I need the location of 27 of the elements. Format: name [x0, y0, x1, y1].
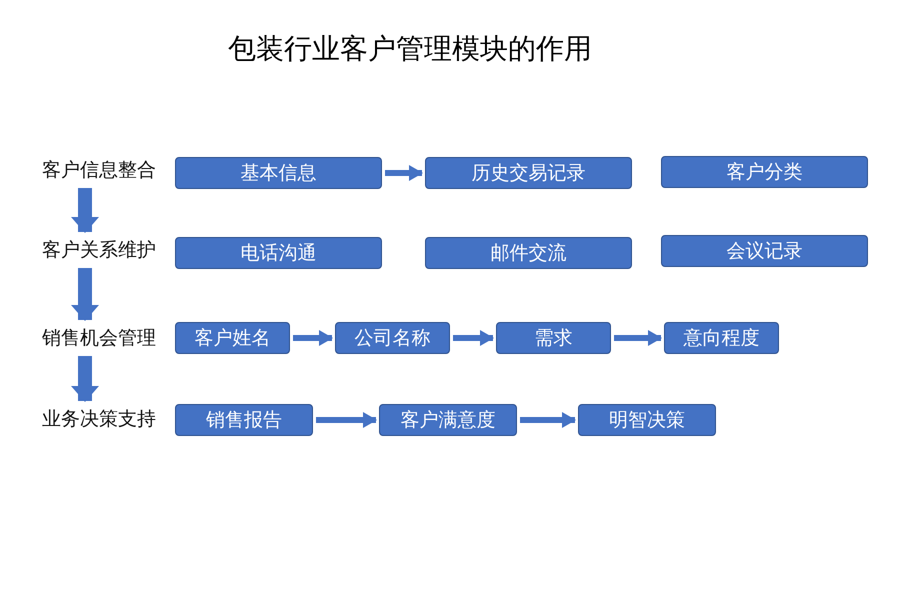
arrow — [453, 330, 494, 346]
arrow — [71, 356, 99, 402]
process-box: 电话沟通 — [175, 237, 382, 269]
stage-label: 客户关系维护 — [33, 236, 165, 264]
process-box: 会议记录 — [661, 235, 868, 267]
arrow — [614, 330, 662, 346]
process-box: 销售报告 — [175, 404, 313, 436]
arrow — [71, 268, 99, 321]
process-box: 明智决策 — [578, 404, 716, 436]
arrow — [316, 412, 377, 428]
process-box: 历史交易记录 — [425, 157, 632, 189]
stage-label: 业务决策支持 — [33, 405, 165, 433]
process-box: 客户分类 — [661, 156, 868, 188]
arrow — [385, 165, 423, 181]
title: 包装行业客户管理模块的作用 — [227, 31, 593, 67]
arrow — [293, 330, 333, 346]
process-box: 邮件交流 — [425, 237, 632, 269]
process-box: 客户姓名 — [175, 322, 290, 354]
process-box: 公司名称 — [335, 322, 450, 354]
process-box: 需求 — [496, 322, 611, 354]
process-box: 客户满意度 — [379, 404, 517, 436]
stage-label: 客户信息整合 — [33, 156, 165, 184]
stage-label: 销售机会管理 — [33, 324, 165, 352]
arrow — [71, 188, 99, 233]
arrow — [520, 412, 576, 428]
process-box: 基本信息 — [175, 157, 382, 189]
process-box: 意向程度 — [664, 322, 779, 354]
